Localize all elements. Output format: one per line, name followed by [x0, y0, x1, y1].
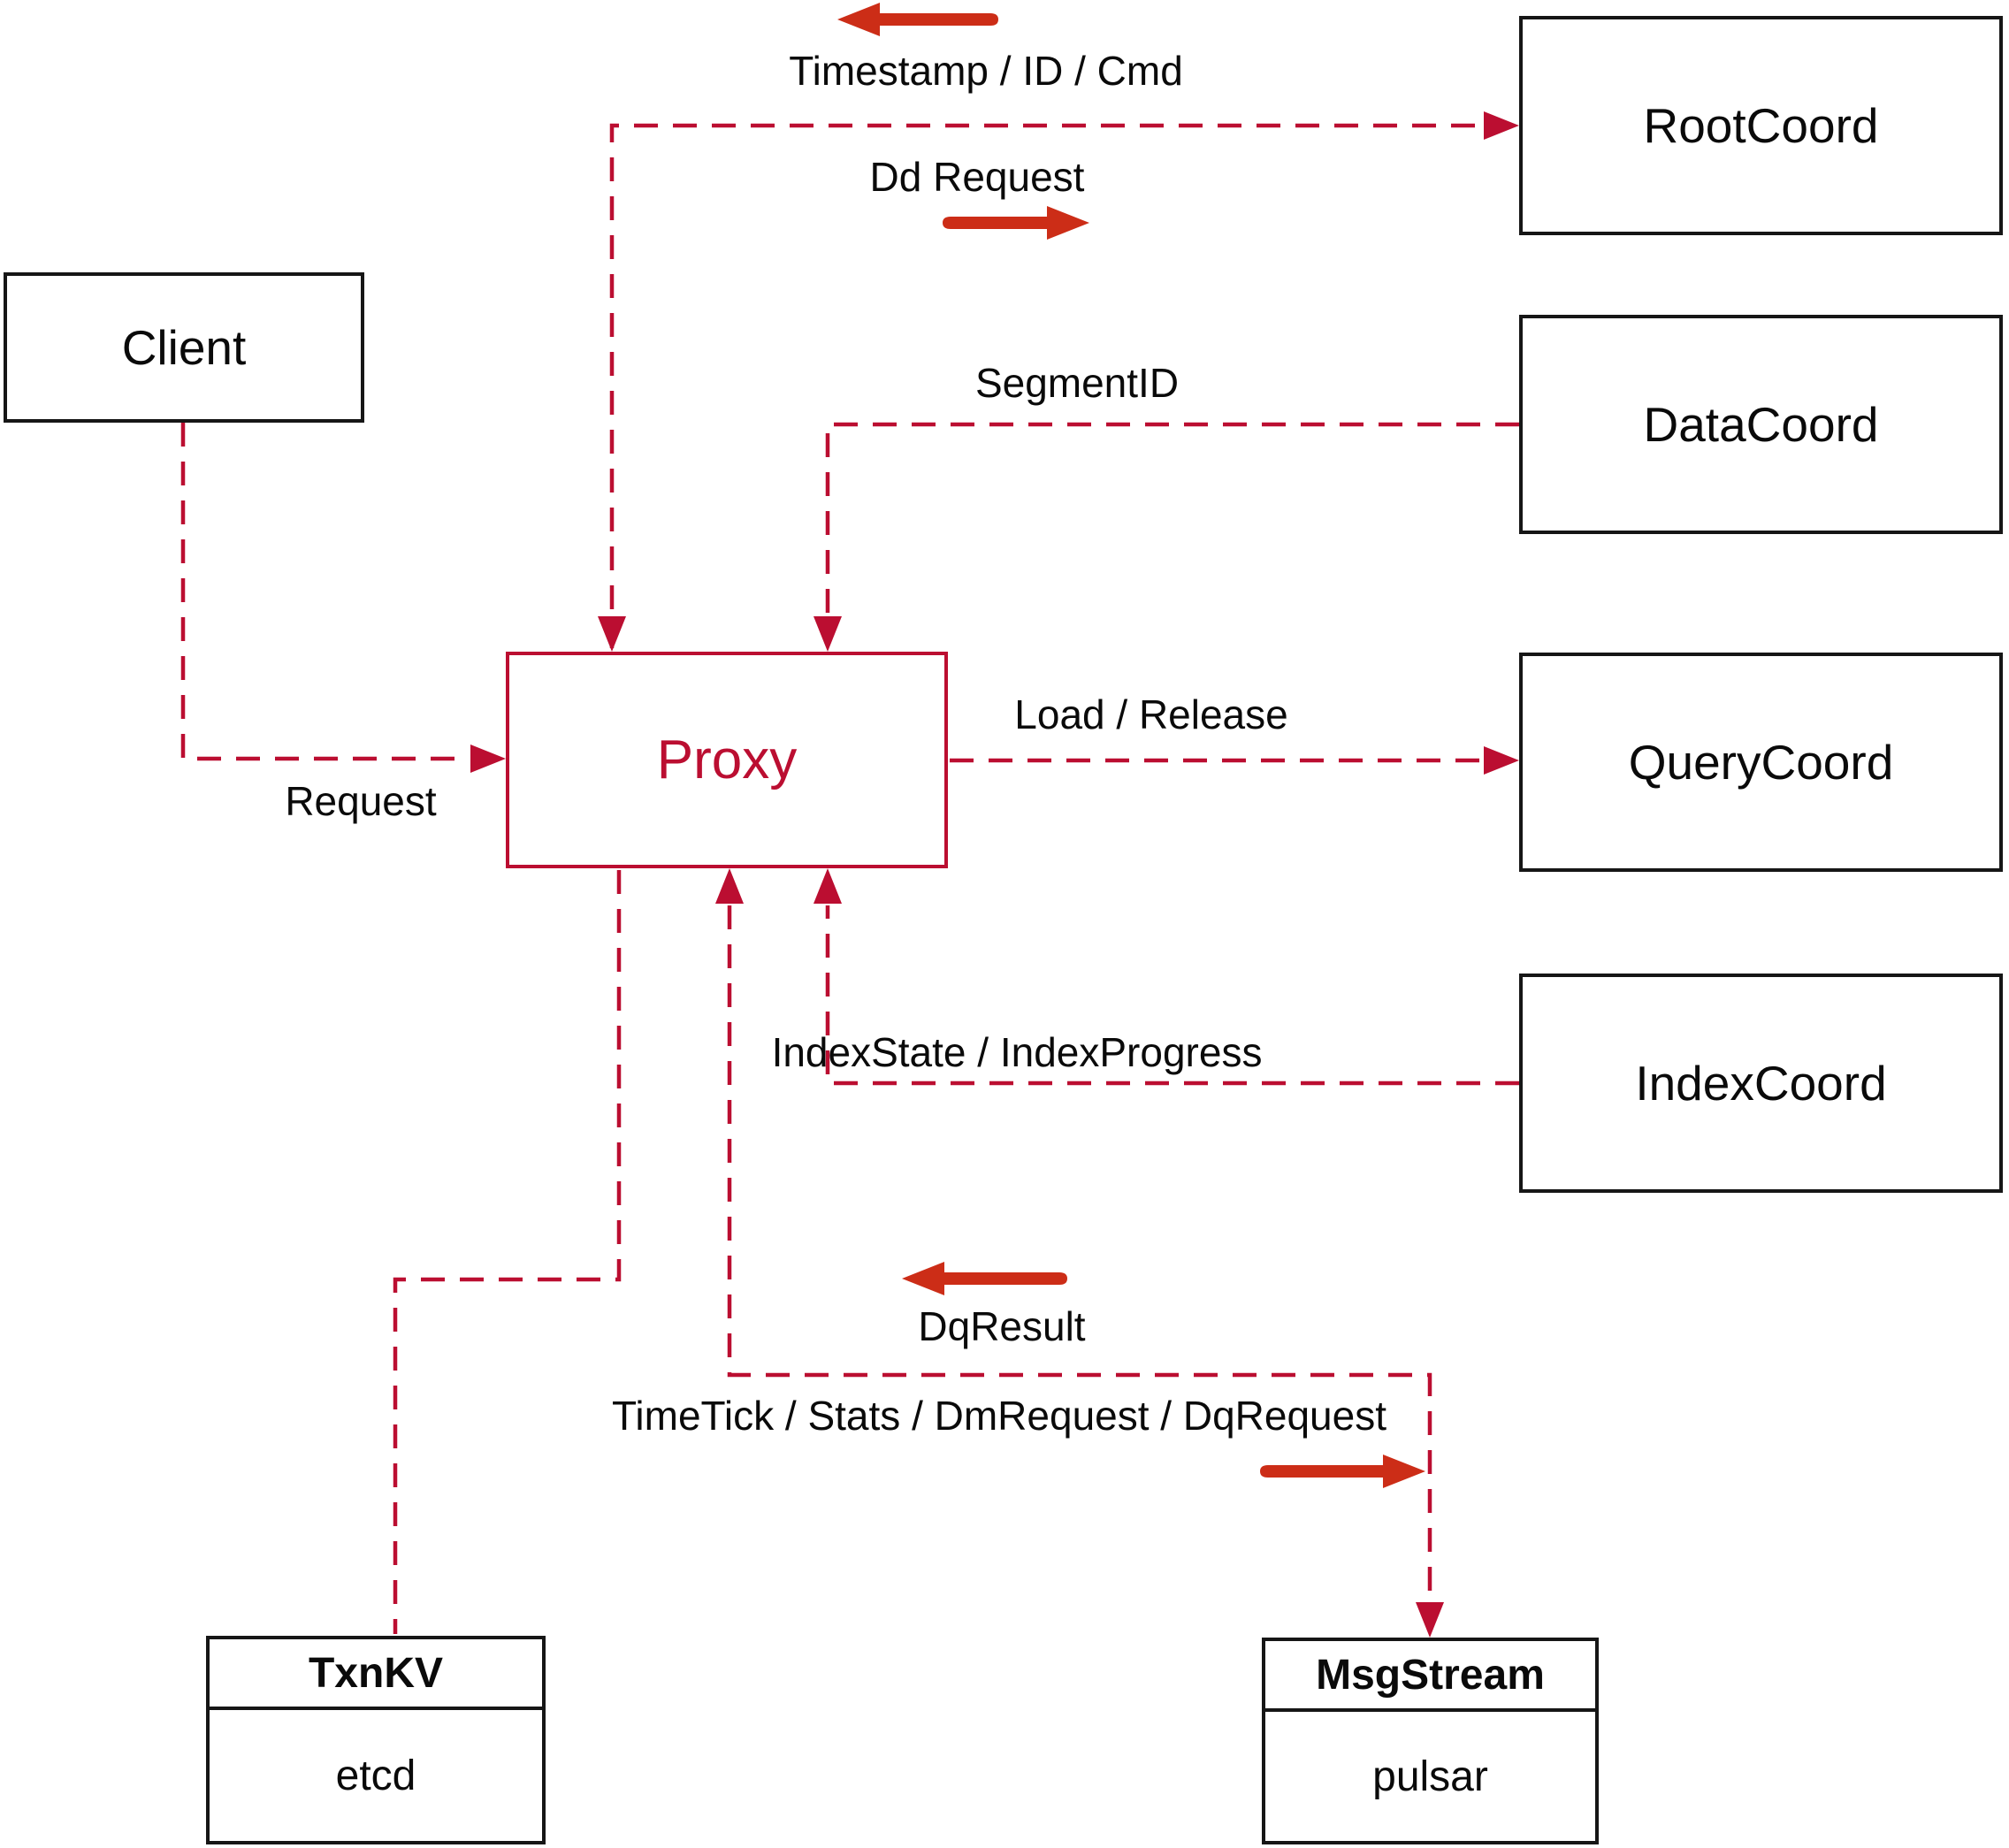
arrowhead-into-querycoord-icon: [1484, 746, 1519, 775]
msgstream-title: MsgStream: [1265, 1641, 1595, 1712]
edge-label-segment-id: SegmentID: [974, 360, 1180, 406]
arrowhead-into-proxy-top-right-icon: [814, 616, 842, 652]
edge-proxy-rootcoord: [609, 123, 1482, 648]
direction-arrow-right-dd-request-icon: [943, 206, 1089, 240]
direction-arrow-right-timetick-icon: [1260, 1455, 1425, 1488]
node-proxy: Proxy: [506, 652, 948, 868]
proxy-label: Proxy: [656, 729, 798, 790]
edge-label-timetick-stats: TimeTick / Stats / DmRequest / DqRequest: [612, 1393, 1386, 1439]
edge-proxy-txnkv: [393, 870, 622, 1634]
edge-label-timestamp-id-cmd: Timestamp / ID / Cmd: [789, 48, 1183, 94]
arrowhead-into-proxy-left-icon: [470, 745, 506, 773]
arrowhead-into-proxy-bottom-right-icon: [814, 868, 842, 904]
edge-proxy-msgstream: [727, 905, 1432, 1600]
node-rootcoord: RootCoord: [1519, 16, 2003, 235]
indexcoord-label: IndexCoord: [1635, 1056, 1887, 1111]
node-datacoord: DataCoord: [1519, 315, 2003, 534]
edge-label-request: Request: [285, 778, 437, 824]
node-msgstream: MsgStream pulsar: [1262, 1638, 1599, 1844]
edge-label-dd-request: Dd Request: [869, 154, 1085, 200]
edge-label-index-state-progress: IndexState / IndexProgress: [771, 1029, 1263, 1075]
arrowhead-into-proxy-bottom-middle-icon: [715, 868, 744, 904]
edge-label-dq-result: DqResult: [918, 1303, 1086, 1349]
node-client: Client: [4, 272, 364, 423]
edge-client-proxy: [180, 423, 469, 761]
txnkv-title: TxnKV: [210, 1639, 542, 1710]
querycoord-label: QueryCoord: [1628, 735, 1894, 790]
node-txnkv: TxnKV etcd: [206, 1636, 546, 1844]
node-querycoord: QueryCoord: [1519, 653, 2003, 872]
client-label: Client: [121, 320, 247, 375]
edge-datacoord-proxy: [825, 422, 1519, 615]
rootcoord-label: RootCoord: [1643, 98, 1879, 153]
msgstream-subtitle: pulsar: [1372, 1753, 1488, 1800]
arrowhead-into-proxy-top-left-icon: [598, 616, 626, 652]
arrowhead-into-rootcoord-icon: [1484, 111, 1519, 140]
datacoord-label: DataCoord: [1643, 397, 1879, 452]
node-indexcoord: IndexCoord: [1519, 974, 2003, 1193]
txnkv-subtitle: etcd: [335, 1752, 416, 1799]
arrowhead-into-msgstream-icon: [1416, 1602, 1444, 1638]
direction-arrow-left-dqresult-icon: [902, 1262, 1067, 1295]
direction-arrow-left-timestamp-icon: [837, 3, 998, 36]
edge-label-load-release: Load / Release: [1014, 691, 1288, 737]
